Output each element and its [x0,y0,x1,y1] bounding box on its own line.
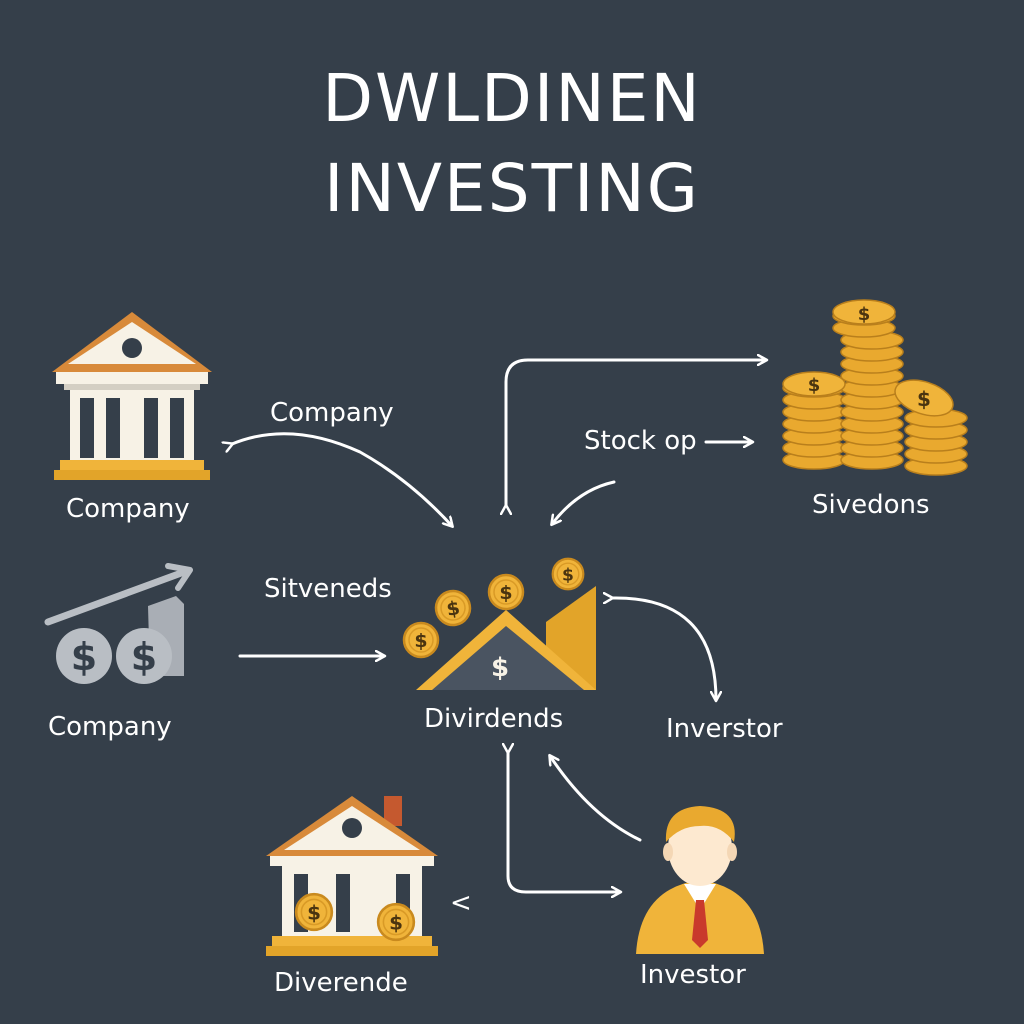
label-stock-op: Stock op [584,426,697,456]
label-small-arrow: < [450,888,472,918]
title-line-2: INVESTING [324,150,700,227]
investor-person-icon [636,806,764,954]
dividend-pile-icon: $ [402,557,596,690]
svg-text:$: $ [917,387,931,411]
label-diverende: Diverende [274,968,408,998]
label-company-arrow: Company [270,398,394,428]
arrow-coins-to-dividends [552,480,616,524]
growth-dollar-icon: $ $ [44,563,193,684]
arrow-dividends-to-inverstor [612,598,716,700]
arrow-investor-up [550,756,642,842]
label-sivedons: Sivedons [812,490,930,520]
arrow-company-to-dividends [232,432,452,526]
svg-text:$: $ [71,635,97,679]
svg-text:$: $ [131,635,157,679]
svg-text:$: $ [491,653,509,683]
label-investor: Investor [640,960,746,990]
label-inverstor: Inverstor [666,714,783,744]
title-line-1: DWLDINEN [322,60,702,137]
label-company-growth: Company [48,712,172,742]
label-divirdends: Divirdends [424,704,564,734]
label-sitveneds: Sitveneds [264,574,392,604]
bank-building-icon [52,312,212,480]
svg-text:$: $ [808,375,821,396]
svg-text:$: $ [858,304,871,325]
label-company-building: Company [66,494,190,524]
arrow-investor-to-dividends [508,752,620,892]
coin-stacks-icon: $ $ $ [782,299,968,476]
house-coins-icon [266,796,438,956]
arrow-to-coins [506,360,766,506]
